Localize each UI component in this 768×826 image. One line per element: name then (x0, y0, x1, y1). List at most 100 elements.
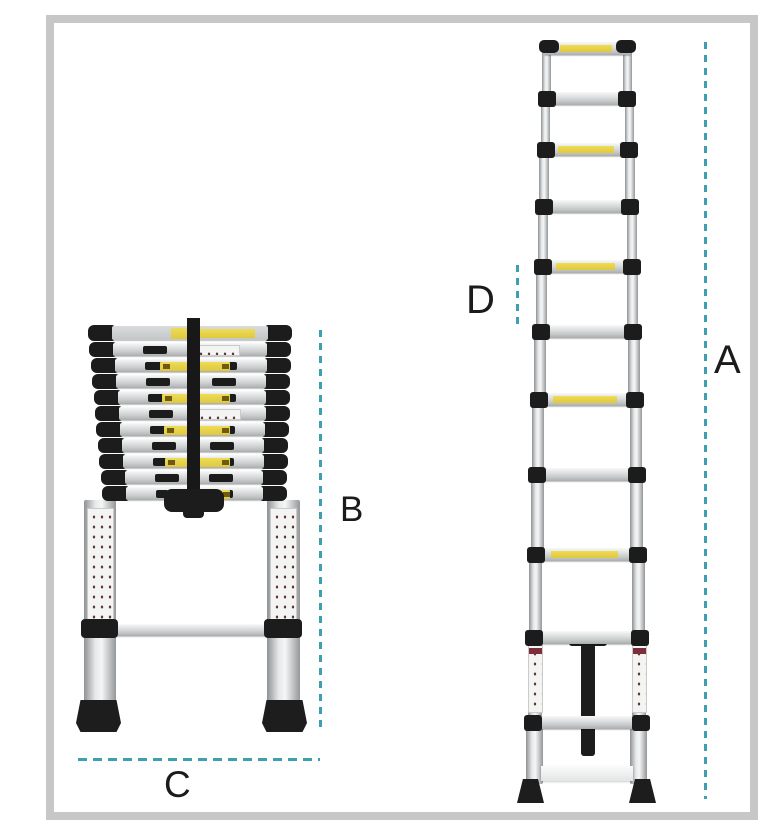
warning-triangle-sticker (171, 328, 192, 339)
rung-joint-connector (528, 467, 546, 483)
rung-joint-connector (525, 630, 543, 646)
carry-strap (187, 318, 200, 498)
section-end-cap (265, 325, 292, 341)
leg-collar (81, 619, 118, 638)
leg-warning-sticker (632, 645, 647, 713)
ladder-rung (534, 393, 640, 406)
ladder-rung (539, 200, 635, 213)
latch-button (212, 378, 237, 386)
section-end-cap (261, 422, 289, 437)
ladder-rung (538, 260, 637, 273)
rung-joint-connector (621, 199, 639, 215)
ladder-rung (542, 92, 632, 105)
section-end-cap (260, 454, 288, 469)
warning-mark (222, 460, 230, 465)
yellow-info-strip (193, 329, 256, 338)
ladder-rung (528, 716, 646, 729)
section-end-cap (264, 342, 292, 357)
rung-yellow-sticker (551, 551, 619, 558)
rung-joint-connector (527, 547, 545, 563)
rung-yellow-sticker (555, 263, 616, 270)
rung-end-cap (616, 40, 636, 53)
ladder-rung (531, 548, 643, 561)
dimension-label-d: D (466, 278, 495, 322)
section-end-cap (99, 454, 127, 469)
right-rail-segment (632, 553, 645, 642)
dimension-label-a: A (714, 338, 741, 382)
dimension-line-a (704, 42, 707, 799)
ladder-rung (529, 631, 645, 644)
warning-mark (222, 396, 230, 401)
right-rail-segment (625, 148, 635, 211)
latch-button (154, 474, 179, 482)
latch-button (143, 346, 168, 354)
rung-joint-connector (623, 259, 641, 275)
leg-warning-sticker (528, 645, 543, 713)
ladder-rung (541, 143, 634, 156)
right-rail-segment (625, 97, 634, 154)
latch-button (146, 378, 171, 386)
warning-mark (166, 428, 174, 433)
ladder-rung (532, 468, 642, 481)
rung-end-cap (539, 40, 559, 53)
rung-yellow-sticker (553, 396, 617, 403)
section-end-cap (95, 406, 122, 421)
strap-buckle (164, 489, 224, 512)
section-end-cap (96, 422, 124, 437)
right-rail-segment (627, 265, 638, 336)
strap-bar-vertical (581, 643, 595, 756)
bottom-step (541, 766, 633, 781)
warning-mark (222, 492, 230, 497)
latch-button (150, 426, 175, 434)
rung-joint-connector (626, 392, 644, 408)
left-rail-segment (531, 473, 544, 559)
rung-joint-connector (524, 715, 542, 731)
right-rail-segment (630, 398, 642, 479)
warning-mark (222, 428, 230, 433)
sticker-red-band (633, 648, 646, 654)
rung-joint-connector (534, 259, 552, 275)
rung-joint-connector (535, 199, 553, 215)
warning-mark (168, 460, 176, 465)
rung-joint-connector (632, 715, 650, 731)
ladder-rung (536, 325, 638, 338)
left-rail-segment (541, 97, 550, 154)
section-end-cap (88, 325, 115, 341)
latch-button (210, 442, 235, 450)
left-rail-segment (542, 47, 551, 103)
dimension-line-b (319, 330, 322, 733)
strap-tongue (183, 510, 204, 518)
rung-yellow-sticker (557, 146, 614, 153)
leg-collar (264, 619, 302, 638)
rung-joint-connector (628, 467, 646, 483)
border-frame (46, 15, 758, 820)
dimension-line-c (78, 758, 320, 761)
latch-button (147, 394, 172, 402)
section-end-cap (97, 438, 125, 453)
dimension-label-c: C (164, 764, 191, 805)
right-rail-segment (628, 330, 640, 404)
left-rail-segment (529, 553, 542, 642)
left-rail-segment (526, 722, 543, 784)
ladder-foot (76, 700, 121, 732)
section-end-cap (260, 486, 287, 501)
dimension-label-b: B (340, 490, 364, 529)
right-rail-segment (627, 205, 637, 271)
rung-joint-connector (532, 324, 550, 340)
warning-mark (163, 364, 171, 369)
rung-joint-connector (538, 91, 556, 107)
leg-warning-sticker (270, 508, 297, 622)
rung-yellow-sticker (559, 45, 612, 52)
dimension-line-d (516, 265, 519, 330)
warning-mark (222, 364, 230, 369)
bottom-rung-bar (114, 624, 269, 636)
section-end-cap (262, 390, 290, 405)
ladder-foot (262, 700, 307, 732)
latch-button (144, 362, 169, 370)
rung-joint-connector (631, 630, 649, 646)
right-rail-segment (630, 473, 643, 559)
latch-button (153, 458, 178, 466)
